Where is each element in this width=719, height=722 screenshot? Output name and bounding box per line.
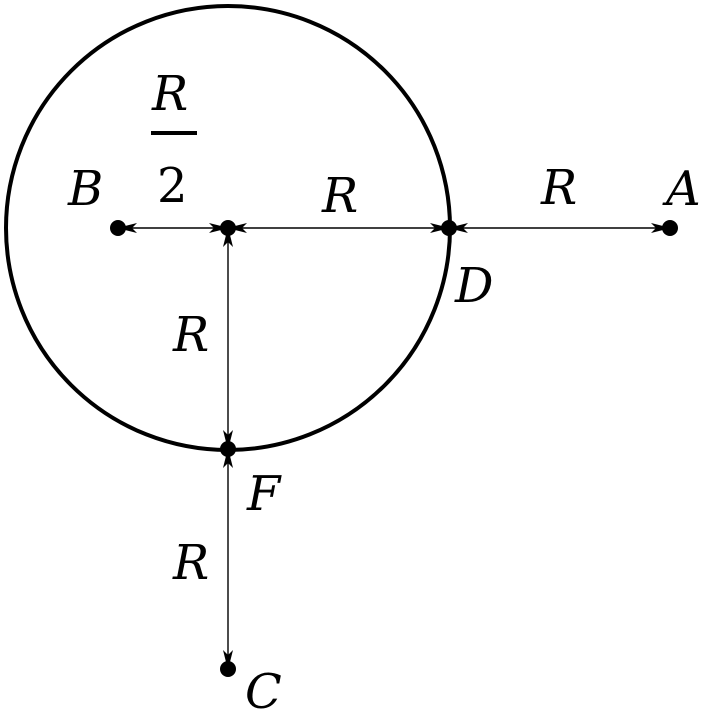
label-b-center-numerator: R [151, 66, 188, 122]
point-f [220, 441, 236, 457]
label-c: C [245, 664, 282, 720]
point-b [110, 220, 126, 236]
point-d [441, 220, 457, 236]
label-f: F [246, 466, 282, 522]
label-center-f: R [172, 307, 209, 363]
point-a [662, 220, 678, 236]
label-d: D [454, 258, 493, 314]
label-b-center-denominator: 2 [157, 158, 188, 214]
label-d-a: R [540, 160, 577, 216]
label-f-c: R [172, 535, 209, 591]
point-c [220, 661, 236, 677]
label-center-d: R [321, 168, 358, 224]
label-b: B [67, 161, 103, 217]
point-center [220, 220, 236, 236]
label-a: A [662, 161, 701, 217]
